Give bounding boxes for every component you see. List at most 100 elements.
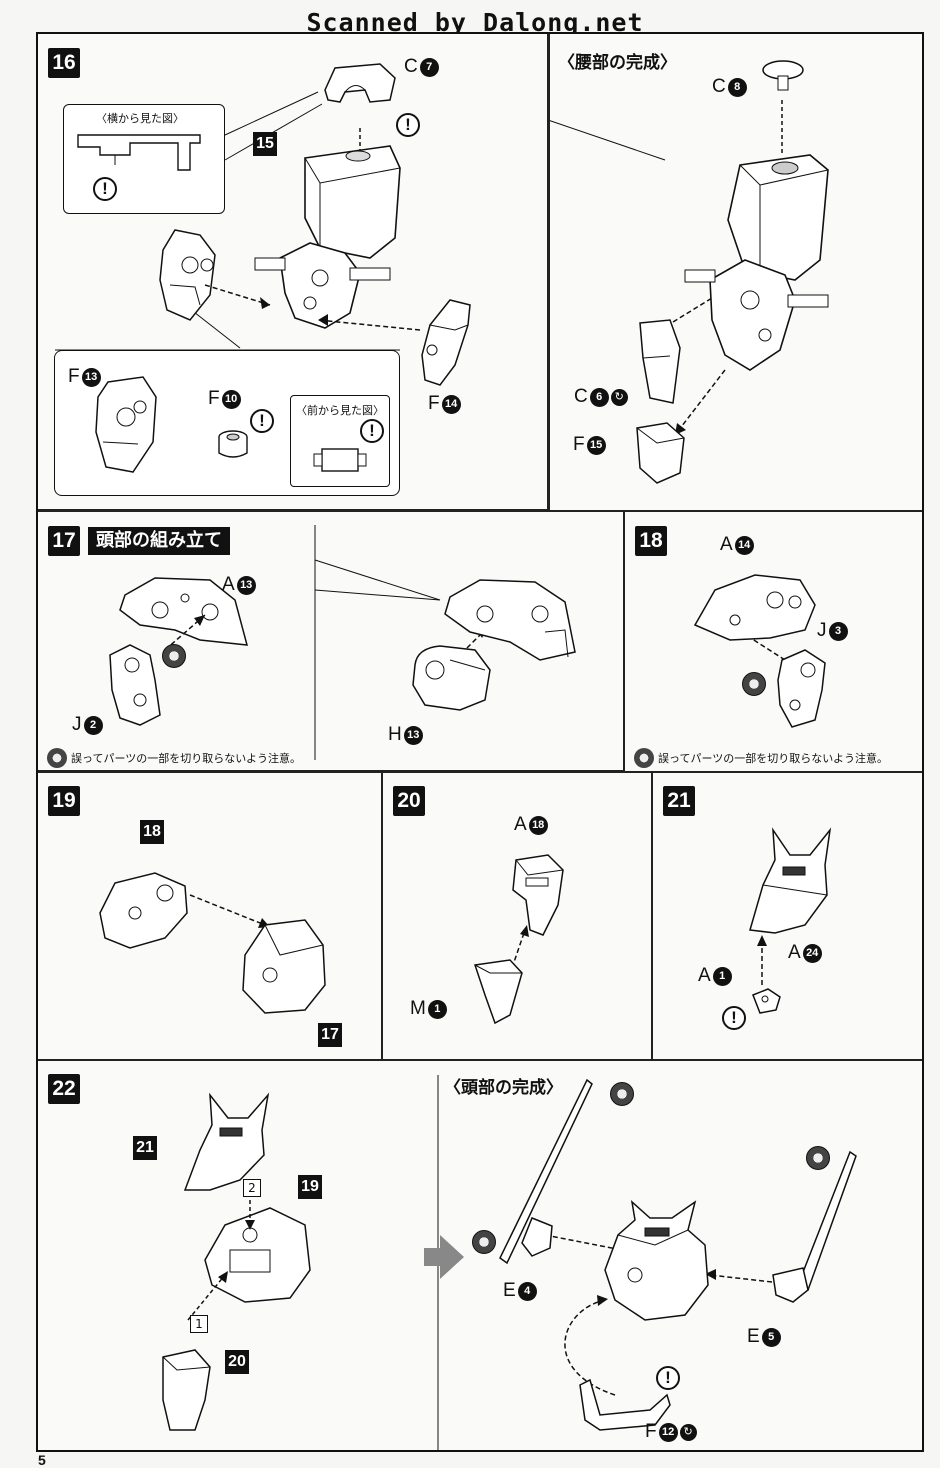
cut-icon [634, 748, 654, 768]
head-complete-drawing [604, 1200, 709, 1321]
step-16-number: 16 [48, 48, 80, 78]
chin-guard-caution-icon: ! [656, 1366, 680, 1390]
waist-armor-f15 [636, 422, 685, 484]
page-number: 5 [38, 1452, 46, 1468]
step-17-title: 頭部の組み立て [88, 527, 230, 555]
head-frame-a13 [119, 577, 249, 646]
head-cap-h13 [412, 645, 491, 711]
transition-arrow [440, 1235, 464, 1279]
head-assembly-19 [204, 1207, 311, 1303]
antenna-cut-icon-left-2 [472, 1230, 496, 1254]
hip-joint-part [95, 376, 157, 473]
face-part-a18 [512, 854, 564, 936]
head-joint-j3 [777, 649, 826, 728]
joint-caution-icon: ! [250, 409, 274, 433]
divider-col-17 [623, 511, 625, 771]
waist-complete-title: 〈腰部の完成〉 [558, 53, 677, 73]
step-17-note: 誤ってパーツの一部を切り取らないよう注意。 [47, 748, 301, 768]
side-view-inset [63, 104, 225, 214]
helmet-part-a24 [749, 827, 832, 934]
side-view-caution-icon: ! [93, 177, 117, 201]
transition-arrow-stem [424, 1248, 440, 1266]
ref-part-19: 19 [298, 1175, 322, 1199]
front-view-drawing [313, 448, 367, 472]
head-frame-a14 [693, 574, 816, 641]
ref-part-15: 15 [253, 132, 277, 156]
left-antenna-e4 [499, 1078, 593, 1265]
step-21-number: 21 [663, 786, 695, 816]
head-frame-assembled [444, 579, 576, 661]
small-part-a1 [752, 988, 781, 1014]
ref-part-20: 20 [225, 1350, 249, 1374]
step-17-number: 17 [48, 526, 80, 556]
head-complete-title: 〈頭部の完成〉 [444, 1078, 563, 1098]
waist-armor-c6 [639, 319, 681, 404]
hip-right-armor-part [421, 299, 471, 386]
head-outer-part [242, 919, 326, 1014]
step-19-number: 19 [48, 786, 80, 816]
front-view-title: 〈前から見た図〉 [296, 404, 384, 417]
waist-body-part [254, 128, 401, 329]
divider-row3 [38, 1059, 922, 1061]
step-18-note: 誤ってパーツの一部を切り取らないよう注意。 [634, 748, 888, 768]
step-20-number: 20 [393, 786, 425, 816]
head-joint-j2 [109, 644, 161, 726]
cut-caution-icon [162, 644, 186, 668]
a1-caution-icon: ! [722, 1006, 746, 1030]
divider-col-16 [548, 34, 550, 510]
right-antenna-e5 [772, 1150, 857, 1303]
rotate-icon: ↻ [610, 388, 628, 406]
head-inner-part [99, 872, 188, 949]
waist-cap-disc [762, 60, 804, 91]
rotate-icon: ↻ [679, 1423, 697, 1441]
antenna-cut-icon-right [806, 1146, 830, 1170]
side-view-drawing [77, 134, 201, 171]
ref-part-18: 18 [140, 820, 164, 844]
order-step-2: 2 [243, 1179, 261, 1197]
joint-cap-part [218, 430, 248, 458]
face-assembly-20 [162, 1349, 211, 1431]
hip-left-part [159, 229, 216, 321]
divider-col-20 [651, 772, 653, 1059]
side-view-title: 〈横から見た図〉 [96, 112, 184, 125]
divider-row1 [38, 510, 922, 512]
cut-icon [47, 748, 67, 768]
front-view-caution-icon: ! [360, 419, 384, 443]
helmet-assembly-21 [183, 1092, 270, 1191]
waist-cap-part [324, 63, 396, 103]
ref-part-17: 17 [318, 1023, 342, 1047]
divider-row2 [38, 771, 922, 773]
step-18-number: 18 [635, 526, 667, 556]
chin-guard-f12 [579, 1378, 671, 1431]
ref-part-21: 21 [133, 1136, 157, 1160]
divider-col-19 [381, 772, 383, 1059]
order-step-1: 1 [190, 1315, 208, 1333]
antenna-cut-icon-left [610, 1082, 634, 1106]
step-16-panel [38, 34, 548, 510]
cap-caution-icon: ! [396, 113, 420, 137]
waist-complete-drawing [684, 100, 829, 371]
step-22-number: 22 [48, 1074, 80, 1104]
step20-arrow [511, 925, 767, 985]
cut-caution-icon-18 [742, 672, 766, 696]
chin-part-m1 [474, 959, 523, 1025]
